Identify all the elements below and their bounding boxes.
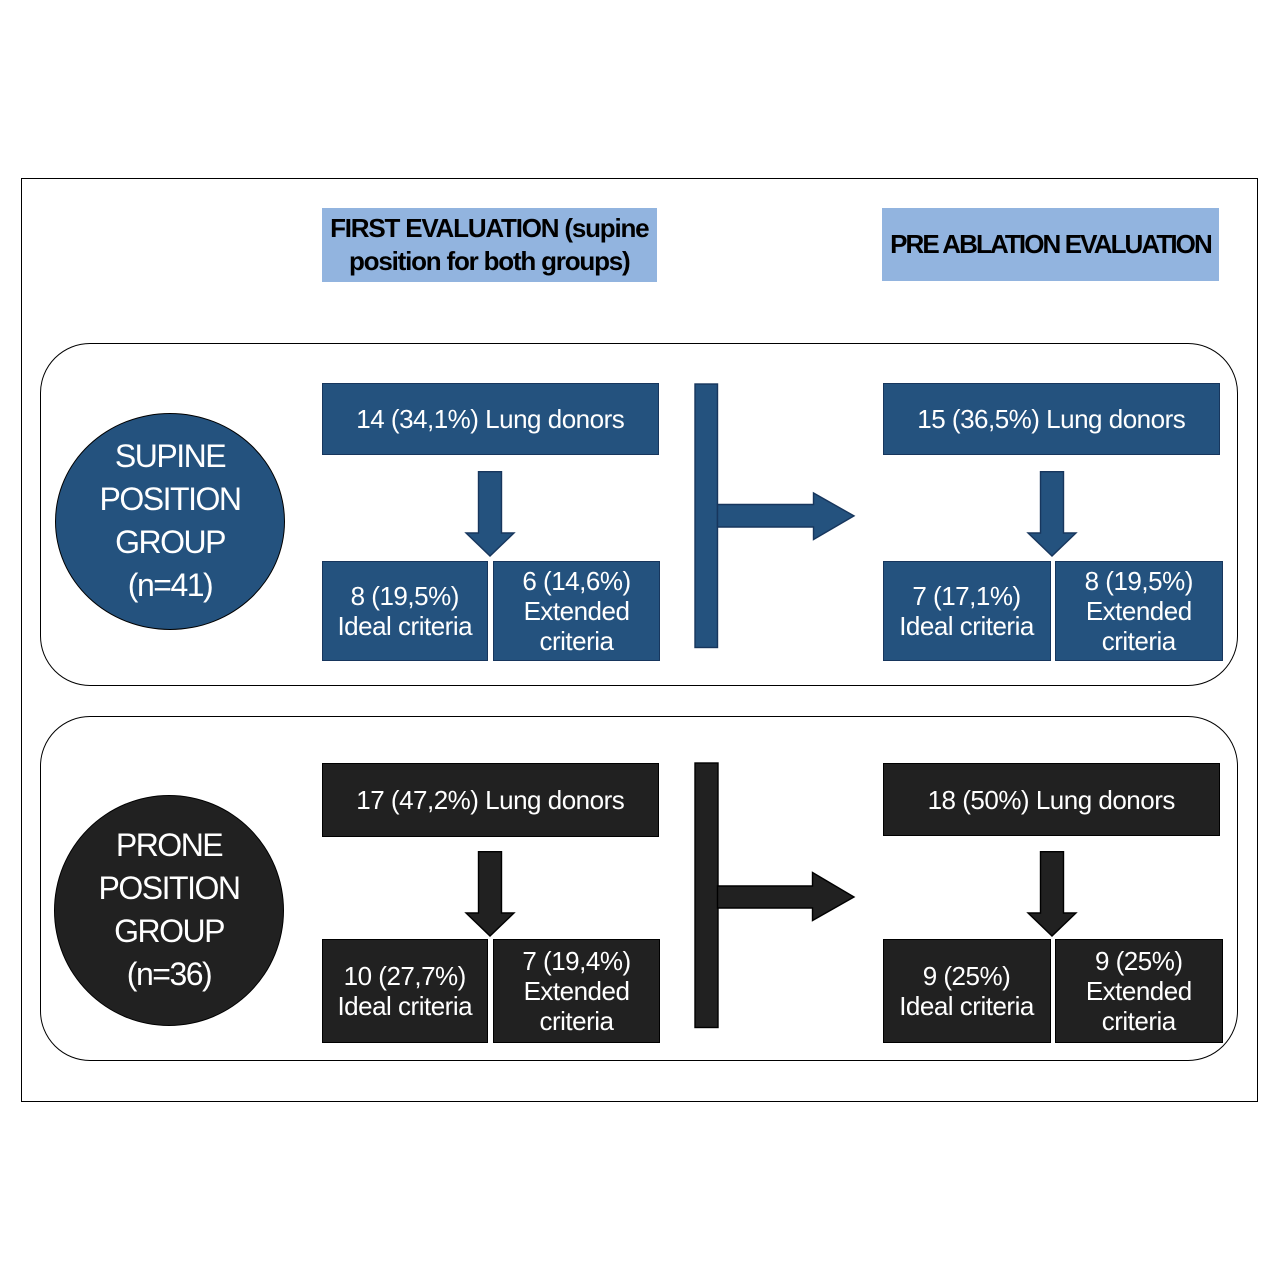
column-header-first-evaluation: FIRST EVALUATION (supine position for bo…	[321, 208, 657, 282]
prone-group-circle: PRONE POSITION GROUP (n=36)	[54, 794, 284, 1026]
box-line: Extended	[1085, 976, 1192, 1006]
supine-first-extended-box: 6 (14,6%) Extended criteria	[493, 560, 660, 661]
prone-progress-arrow-icon	[694, 762, 856, 1029]
circle-line: GROUP	[115, 524, 226, 560]
box-line: 9 (25%)	[1094, 946, 1183, 976]
circle-line: POSITION	[99, 481, 242, 517]
diagram-border	[21, 178, 1258, 1102]
supine-first-split-arrow-icon	[463, 471, 516, 557]
box-line: 9 (25%)	[922, 961, 1011, 991]
box-line: criteria	[1101, 1006, 1177, 1036]
box-line: 15 (36,5%) Lung donors	[917, 404, 1186, 434]
supine-pre-extended-box: 8 (19,5%) Extended criteria	[1055, 560, 1223, 661]
circle-line: SUPINE	[114, 438, 227, 474]
box-line: Extended	[1085, 595, 1192, 626]
box-line: 18 (50%) Lung donors	[927, 784, 1176, 815]
prone-pre-ideal-box: 9 (25%) Ideal criteria	[882, 939, 1051, 1043]
circle-line: POSITION	[98, 870, 241, 906]
supine-progress-arrow-icon	[694, 383, 856, 649]
supine-pre-split-arrow-icon	[1026, 471, 1078, 557]
box-line: 8 (19,5%)	[1084, 565, 1194, 596]
box-line: 7 (19,4%)	[522, 946, 631, 976]
prone-pre-extended-box: 9 (25%) Extended criteria	[1055, 939, 1223, 1043]
box-line: criteria	[539, 625, 614, 656]
prone-first-ideal-box: 10 (27,7%) Ideal criteria	[321, 939, 488, 1043]
box-line: 10 (27,7%)	[343, 961, 467, 991]
header-line: PRE ABLATION EVALUATION	[890, 229, 1213, 259]
box-line: Extended	[523, 595, 630, 626]
circle-line: (n=41)	[127, 567, 214, 603]
prone-first-extended-box: 7 (19,4%) Extended criteria	[493, 939, 660, 1043]
header-line: FIRST EVALUATION (supine	[330, 213, 650, 243]
supine-pre-ideal-box: 7 (17,1%) Ideal criteria	[882, 560, 1051, 661]
box-line: 7 (17,1%)	[912, 580, 1021, 611]
prone-first-split-arrow-icon	[463, 850, 516, 937]
box-line: criteria	[539, 1006, 614, 1036]
box-line: 14 (34,1%) Lung donors	[356, 404, 625, 434]
header-line: position for both groups)	[349, 246, 631, 276]
box-line: 17 (47,2%) Lung donors	[356, 784, 625, 815]
supine-pre-donors-box: 15 (36,5%) Lung donors	[882, 383, 1220, 455]
box-line: Ideal criteria	[899, 991, 1034, 1021]
circle-line: PRONE	[115, 827, 224, 863]
prone-pre-split-arrow-icon	[1026, 850, 1078, 937]
supine-first-donors-box: 14 (34,1%) Lung donors	[321, 383, 659, 455]
box-line: 8 (19,5%)	[350, 580, 460, 611]
prone-first-donors-box: 17 (47,2%) Lung donors	[321, 763, 659, 837]
box-line: criteria	[1101, 625, 1177, 656]
box-line: Extended	[523, 976, 630, 1006]
circle-line: GROUP	[114, 913, 225, 949]
circle-line: (n=36)	[126, 956, 213, 992]
box-line: Ideal criteria	[337, 610, 473, 641]
supine-group-circle: SUPINE POSITION GROUP (n=41)	[55, 412, 285, 630]
box-line: Ideal criteria	[899, 610, 1034, 641]
prone-pre-donors-box: 18 (50%) Lung donors	[882, 763, 1220, 836]
box-line: 6 (14,6%)	[522, 565, 631, 596]
box-line: Ideal criteria	[337, 991, 473, 1021]
supine-first-ideal-box: 8 (19,5%) Ideal criteria	[321, 560, 488, 661]
column-header-pre-ablation: PRE ABLATION EVALUATION	[882, 208, 1219, 281]
